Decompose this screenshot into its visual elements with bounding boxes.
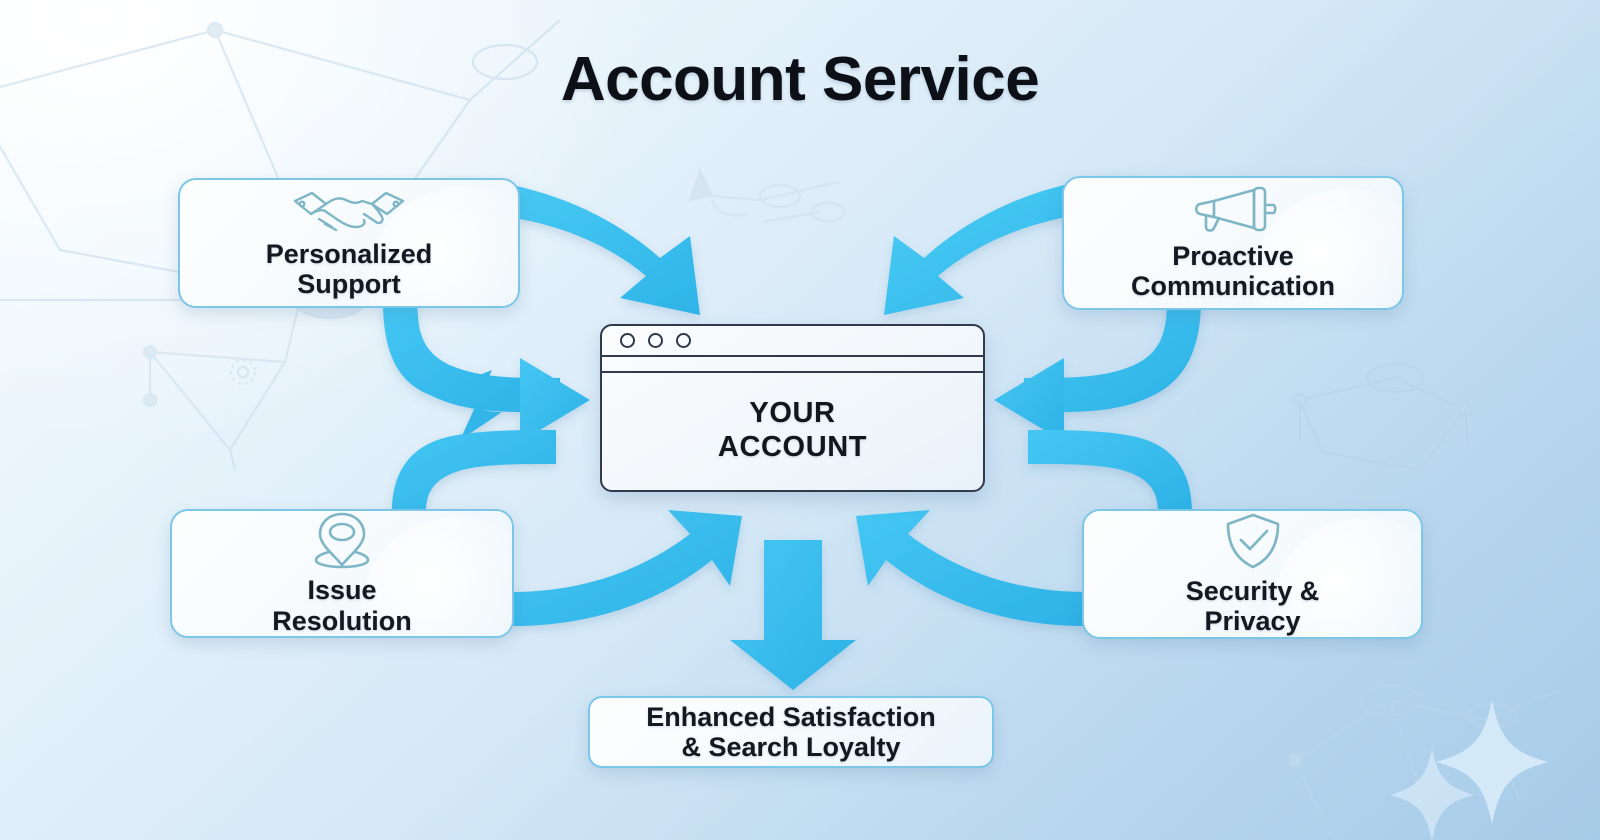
- window-titlebar: [602, 326, 983, 357]
- window-dot-2[interactable]: [648, 333, 663, 348]
- location-pin-icon: [309, 511, 375, 569]
- shield-check-icon: [1220, 512, 1286, 570]
- arrow-personalized-to-account-left-head: [520, 358, 590, 442]
- arrow-security-to-account: [856, 510, 1086, 626]
- arrow-personalized-to-account-left-tail: [383, 300, 560, 413]
- outcome-label: Enhanced Satisfaction& Search Loyalty: [646, 701, 936, 762]
- arrow-issue-to-account: [512, 510, 742, 626]
- card-label: Security &Privacy: [1185, 575, 1320, 637]
- arrow-proactive-to-account-right-head: [994, 358, 1064, 442]
- window-toolbar: [602, 357, 983, 373]
- arrow-issue-to-account-tail: [392, 430, 556, 512]
- card-security-privacy[interactable]: Security &Privacy: [1082, 509, 1423, 639]
- page-title: Account Service: [560, 45, 1040, 114]
- handshake-icon: [290, 187, 408, 233]
- arrow-account-to-outcome: [730, 540, 856, 690]
- arrow-security-to-account-tail: [1028, 430, 1192, 512]
- window-dot-1[interactable]: [620, 333, 635, 348]
- arrow-proactive-to-account-right: [1024, 300, 1201, 413]
- window-dot-3[interactable]: [676, 333, 691, 348]
- card-outcome[interactable]: Enhanced Satisfaction& Search Loyalty: [588, 696, 994, 768]
- megaphone-icon: [1186, 185, 1280, 235]
